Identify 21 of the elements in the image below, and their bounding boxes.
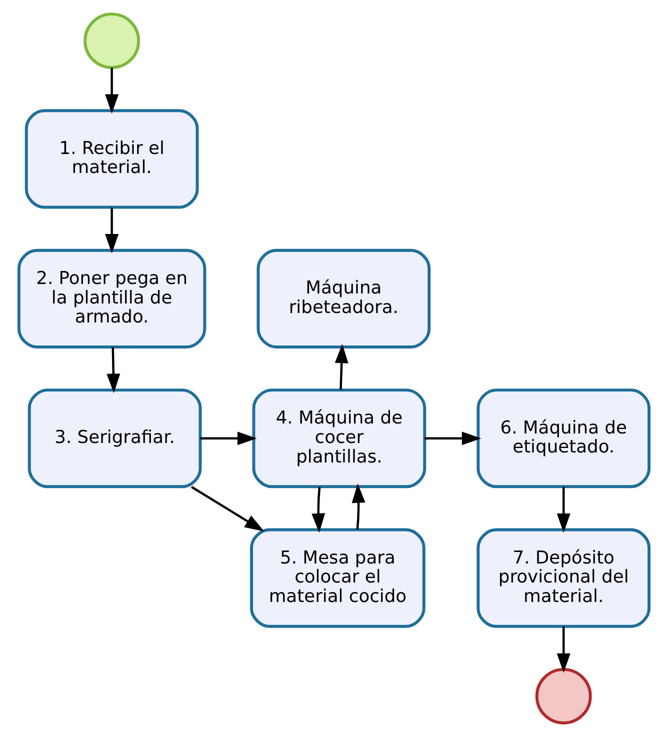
arrow — [424, 432, 481, 446]
node-circle — [83, 12, 140, 70]
node-box: 7. Depósito provicional del material. — [476, 528, 650, 628]
node-box: 3. Serigrafiar. — [27, 388, 202, 488]
node-box: 2. Poner pega en la plantilla de armado. — [16, 248, 206, 348]
arrow — [200, 432, 256, 446]
arrow — [106, 347, 120, 394]
arrow — [556, 626, 570, 673]
node-box: 4. Máquina de cocer plantillas. — [252, 388, 426, 488]
arrow — [351, 484, 365, 530]
node-box: 5. Mesa para colocar el material cocido — [250, 528, 425, 628]
arrow — [104, 208, 118, 254]
arrow — [556, 486, 570, 533]
node-circle — [534, 668, 592, 724]
arrow — [104, 68, 118, 114]
arrow — [190, 486, 264, 532]
arrow — [311, 486, 325, 533]
node-box: 6. Máquina de etiquetado. — [476, 388, 650, 488]
node-box: 1. Recibir el material. — [24, 109, 198, 209]
node-box: Máquina ribeteadora. — [256, 248, 430, 348]
arrow — [334, 344, 348, 390]
